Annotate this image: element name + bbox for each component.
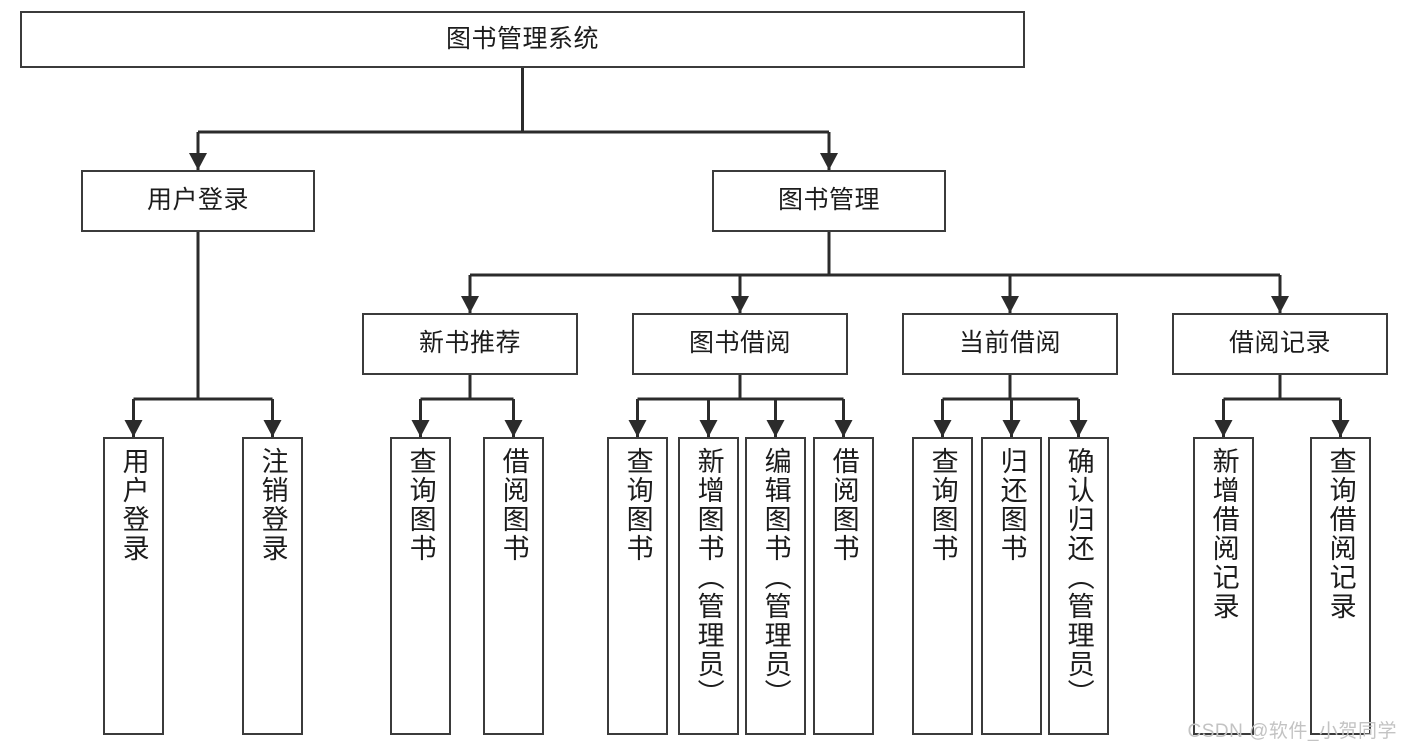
node-leaf-bw-borrow[interactable]: 借阅图书 <box>813 437 874 735</box>
node-label: 新增图书（管理员） <box>693 447 724 708</box>
node-label: 查询借阅记录 <box>1325 447 1356 621</box>
node-label: 新增借阅记录 <box>1208 447 1239 621</box>
node-bookmgmt[interactable]: 图书管理 <box>712 170 946 232</box>
node-leaf-bw-edit[interactable]: 编辑图书（管理员） <box>745 437 806 735</box>
node-label: 归还图书 <box>996 447 1027 563</box>
node-leaf-user-logout[interactable]: 注销登录 <box>242 437 303 735</box>
node-label: 查询图书 <box>927 447 958 563</box>
node-leaf-nb-borrow[interactable]: 借阅图书 <box>483 437 544 735</box>
node-leaf-cb-query[interactable]: 查询图书 <box>912 437 973 735</box>
node-leaf-cb-confirm[interactable]: 确认归还（管理员） <box>1048 437 1109 735</box>
node-label: 注销登录 <box>257 447 288 563</box>
node-leaf-rc-query[interactable]: 查询借阅记录 <box>1310 437 1371 735</box>
node-leaf-rc-add[interactable]: 新增借阅记录 <box>1193 437 1254 735</box>
node-label: 借阅图书 <box>828 447 859 563</box>
node-leaf-bw-add[interactable]: 新增图书（管理员） <box>678 437 739 735</box>
node-leaf-bw-query[interactable]: 查询图书 <box>607 437 668 735</box>
node-label: 新书推荐 <box>418 329 521 358</box>
node-label: 借阅记录 <box>1228 329 1331 358</box>
node-borrow[interactable]: 图书借阅 <box>632 313 848 375</box>
node-label: 图书借阅 <box>688 329 791 358</box>
node-label: 用户登录 <box>146 186 249 215</box>
node-label: 编辑图书（管理员） <box>760 447 791 708</box>
node-label: 查询图书 <box>405 447 436 563</box>
node-newbook[interactable]: 新书推荐 <box>362 313 578 375</box>
node-label: 查询图书 <box>622 447 653 563</box>
watermark: CSDN @软件_小贺同学 <box>1187 721 1397 742</box>
node-label: 图书管理 <box>777 186 880 215</box>
node-leaf-cb-return[interactable]: 归还图书 <box>981 437 1042 735</box>
node-leaf-user-login[interactable]: 用户登录 <box>103 437 164 735</box>
node-label: 当前借阅 <box>958 329 1061 358</box>
node-records[interactable]: 借阅记录 <box>1172 313 1388 375</box>
node-leaf-nb-query[interactable]: 查询图书 <box>390 437 451 735</box>
node-label: 借阅图书 <box>498 447 529 563</box>
node-root[interactable]: 图书管理系统 <box>20 11 1025 68</box>
node-label: 用户登录 <box>118 447 149 563</box>
node-label: 图书管理系统 <box>445 24 599 53</box>
node-current[interactable]: 当前借阅 <box>902 313 1118 375</box>
node-login[interactable]: 用户登录 <box>81 170 315 232</box>
node-label: 确认归还（管理员） <box>1063 447 1094 708</box>
